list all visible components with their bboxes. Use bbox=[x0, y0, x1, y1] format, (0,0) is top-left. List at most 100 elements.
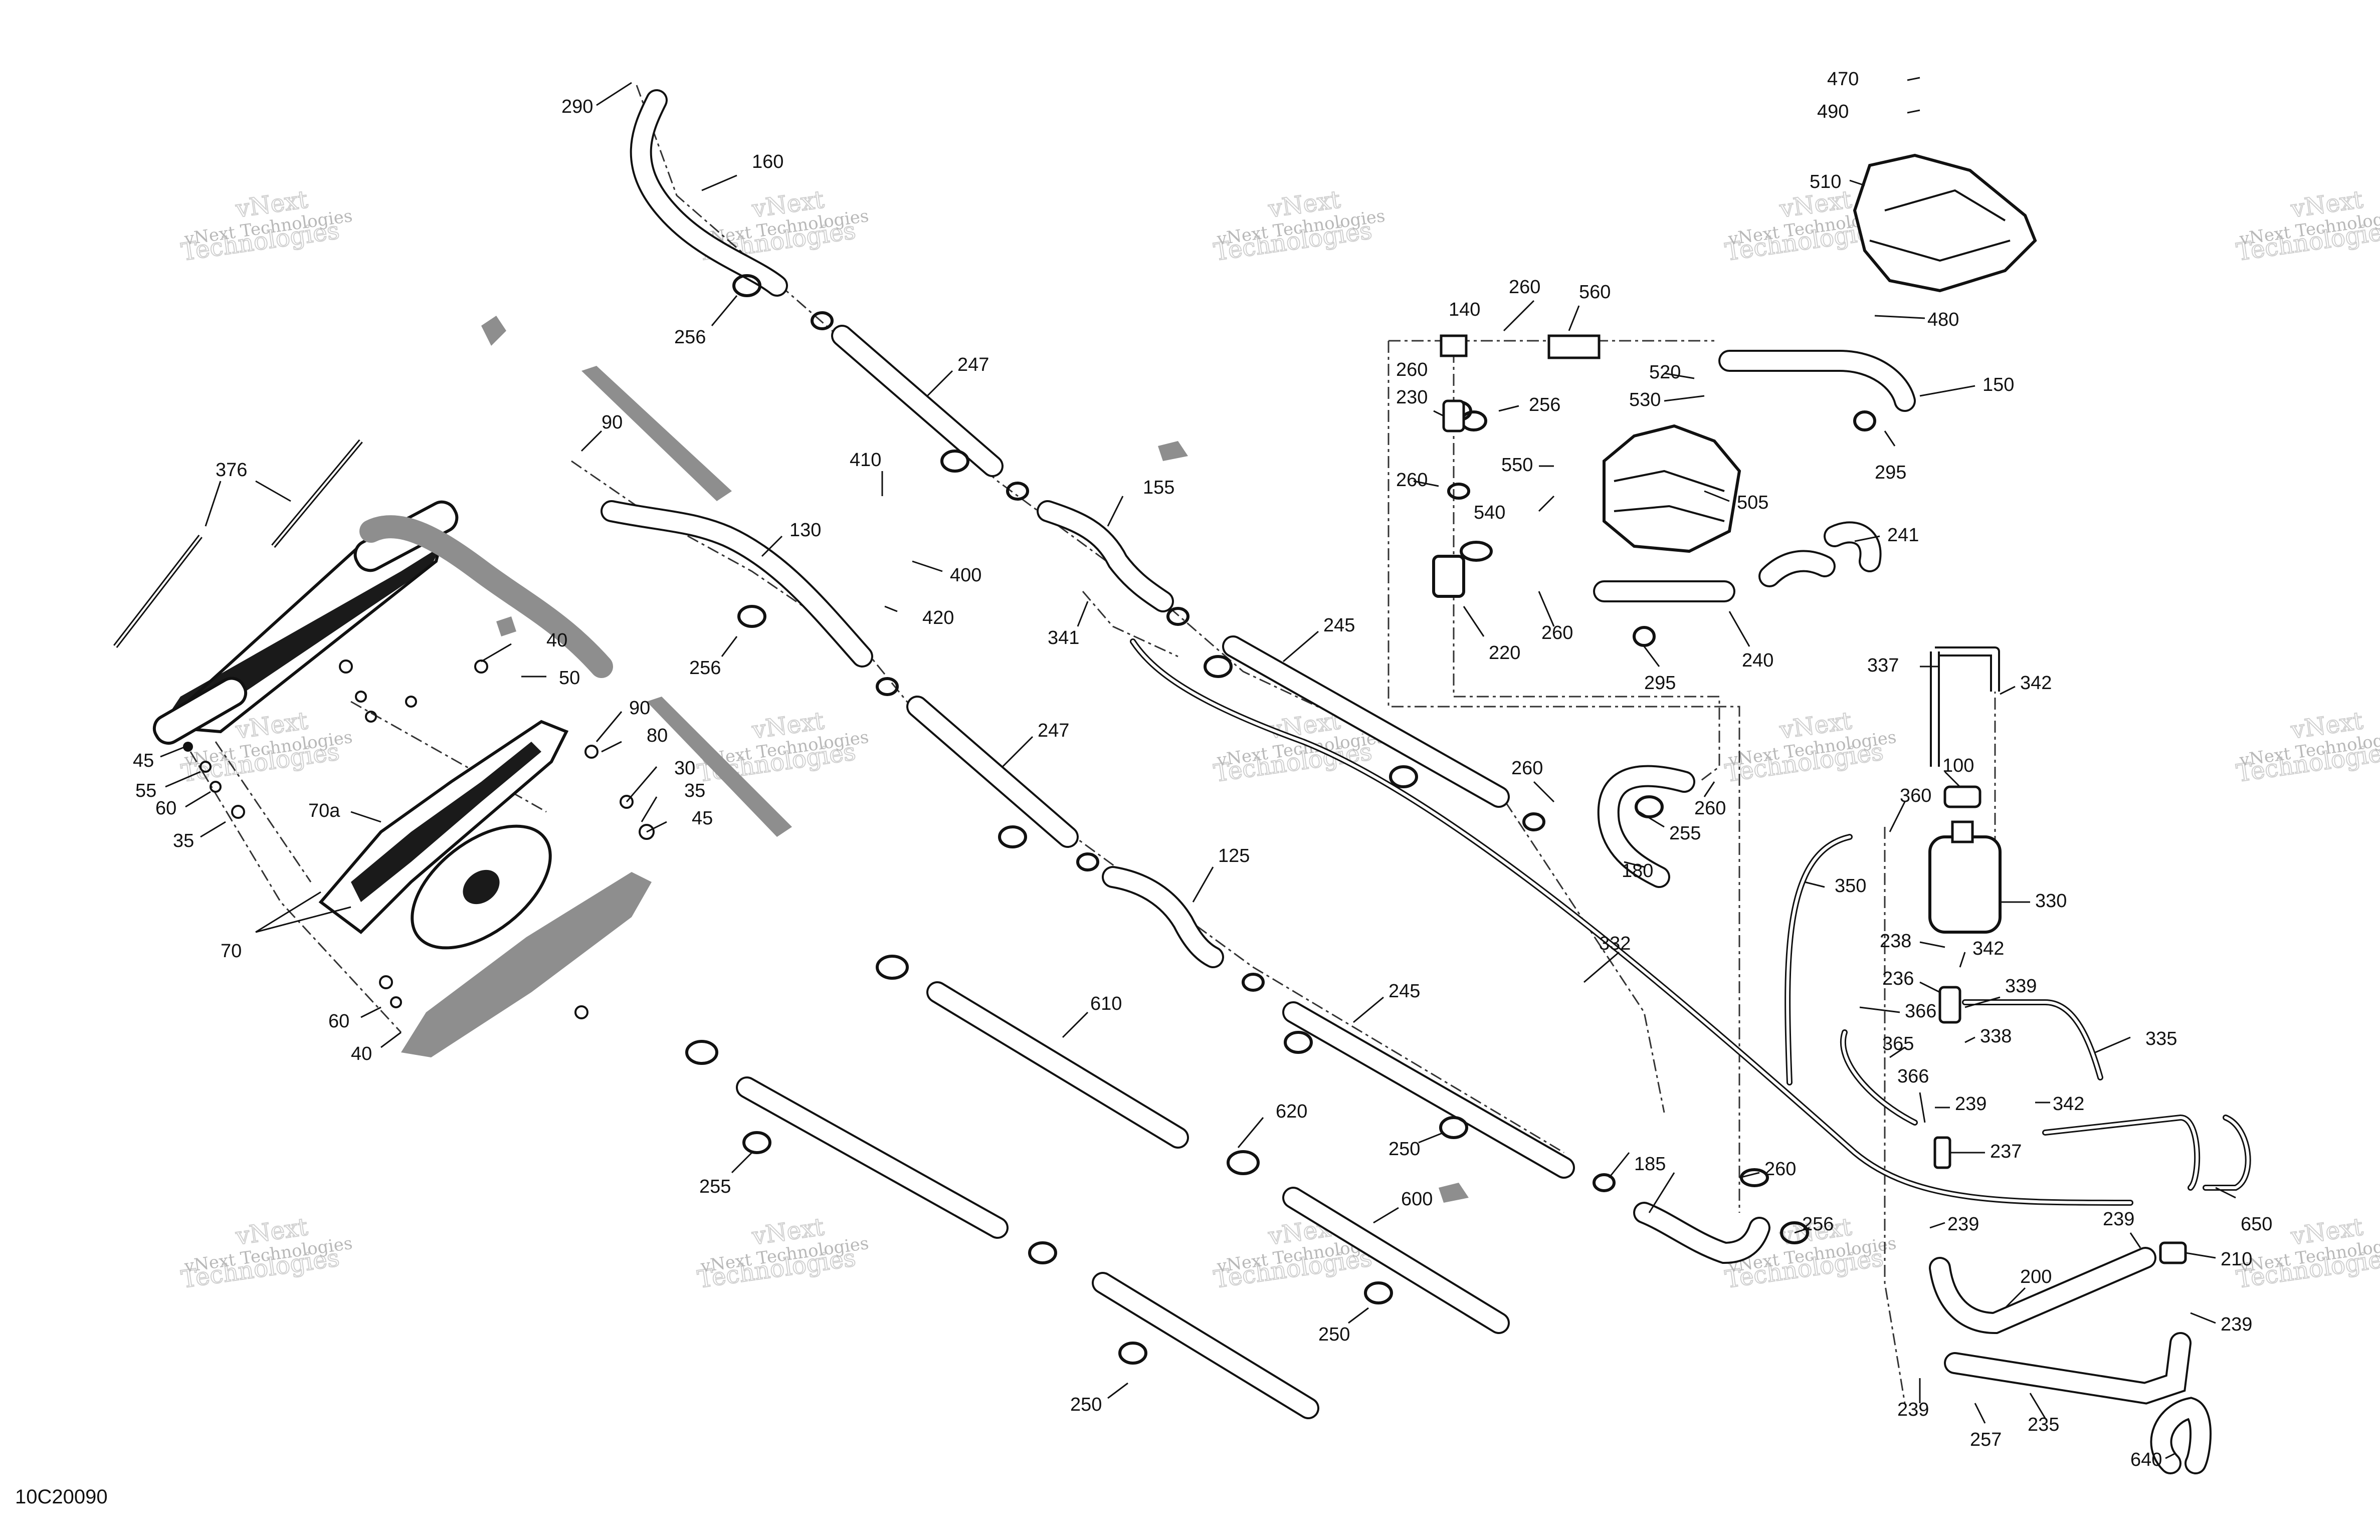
callout-330: 330 bbox=[2035, 891, 2067, 912]
callout-376: 376 bbox=[216, 460, 247, 481]
callout-247-b: 247 bbox=[1038, 720, 1069, 741]
callout-420: 420 bbox=[922, 607, 954, 628]
watermarks: vNext Technologies vNext Technologies vN… bbox=[179, 185, 2380, 1294]
callout-238: 238 bbox=[1880, 931, 1911, 952]
callout-30: 30 bbox=[674, 758, 695, 779]
callout-260-c: 260 bbox=[1396, 359, 1428, 380]
callout-257: 257 bbox=[1970, 1429, 2002, 1450]
callout-540: 540 bbox=[1474, 502, 1505, 523]
drawing-code: 10C20090 bbox=[15, 1486, 108, 1508]
expansion-tank-assembly bbox=[1784, 646, 2251, 1474]
callout-155: 155 bbox=[1143, 477, 1174, 498]
callout-360: 360 bbox=[1900, 785, 1931, 806]
callout-35: 35 bbox=[173, 830, 194, 851]
callout-256: 256 bbox=[674, 327, 706, 348]
callout-337: 337 bbox=[1867, 655, 1899, 676]
callout-241: 241 bbox=[1887, 525, 1919, 546]
callout-125: 125 bbox=[1218, 845, 1250, 866]
callout-55: 55 bbox=[135, 780, 156, 801]
callout-342-b: 342 bbox=[1972, 938, 2004, 959]
callout-550: 550 bbox=[1501, 455, 1533, 476]
callout-60-b: 60 bbox=[328, 1011, 349, 1032]
fitting-236 bbox=[1938, 986, 1961, 1024]
callout-366: 366 bbox=[1905, 1001, 1936, 1022]
callout-600: 600 bbox=[1401, 1189, 1433, 1210]
callout-530: 530 bbox=[1629, 389, 1661, 410]
callout-40: 40 bbox=[351, 1043, 372, 1064]
fan-shroud-shade bbox=[351, 742, 541, 902]
callout-239: 239 bbox=[1955, 1093, 1987, 1115]
callout-260-g: 260 bbox=[1694, 798, 1726, 819]
callout-200: 200 bbox=[2020, 1266, 2052, 1287]
callout-210: 210 bbox=[2221, 1249, 2252, 1270]
callout-239-b: 239 bbox=[1947, 1214, 1979, 1235]
fitting-140 bbox=[1440, 334, 1468, 357]
callout-185: 185 bbox=[1634, 1154, 1666, 1175]
callout-90-b: 90 bbox=[602, 412, 623, 433]
callout-255: 255 bbox=[699, 1176, 731, 1197]
callout-260-d: 260 bbox=[1396, 470, 1428, 491]
callout-70: 70 bbox=[221, 941, 242, 962]
callout-239-d: 239 bbox=[2221, 1314, 2252, 1335]
callout-245: 245 bbox=[1323, 615, 1355, 636]
grey-strip bbox=[581, 366, 732, 501]
callout-260-e: 260 bbox=[1541, 622, 1573, 643]
callout-365: 365 bbox=[1882, 1033, 1914, 1054]
callout-650: 650 bbox=[2241, 1214, 2272, 1235]
fitting-230 bbox=[1442, 399, 1465, 432]
grey-tab-4 bbox=[496, 616, 516, 636]
rod-376-b bbox=[114, 535, 202, 647]
callout-256-d: 256 bbox=[1529, 394, 1560, 415]
callout-239-c: 239 bbox=[2103, 1209, 2134, 1230]
tank-505 bbox=[1603, 424, 1741, 553]
callout-80: 80 bbox=[647, 725, 668, 746]
callout-labels: 290 160 256 247 410 400 420 155 341 245 … bbox=[133, 69, 2272, 1470]
callout-295: 295 bbox=[1875, 462, 1906, 483]
callout-140: 140 bbox=[1449, 299, 1480, 320]
callout-490: 490 bbox=[1817, 101, 1849, 122]
hose-130-upper bbox=[359, 515, 613, 678]
air-deflector bbox=[401, 872, 652, 1057]
callout-50: 50 bbox=[559, 668, 580, 689]
callout-256-c: 256 bbox=[1802, 1214, 1834, 1235]
leader-lines bbox=[160, 77, 2236, 1459]
callout-260-f: 260 bbox=[1511, 758, 1543, 779]
watermark-9: vNext Technologies vNext Technologies bbox=[1723, 706, 1898, 788]
tank-cap-100 bbox=[1943, 785, 1981, 808]
callout-290: 290 bbox=[561, 96, 593, 117]
watermark-12: vNext Technologies vNext Technologies bbox=[695, 1212, 870, 1294]
callout-410: 410 bbox=[850, 450, 881, 471]
callout-520: 520 bbox=[1649, 362, 1681, 383]
callout-130: 130 bbox=[789, 520, 821, 541]
upper-reservoir bbox=[1432, 153, 2037, 602]
callout-350: 350 bbox=[1835, 875, 1866, 897]
callout-250: 250 bbox=[1389, 1139, 1420, 1160]
watermark-13: vNext Technologies vNext Technologies bbox=[1212, 1212, 1386, 1294]
callout-245-b: 245 bbox=[1389, 981, 1420, 1002]
callout-235: 235 bbox=[2028, 1414, 2059, 1435]
callout-90: 90 bbox=[629, 698, 650, 719]
grey-tab-1 bbox=[481, 316, 506, 346]
callout-260-b: 260 bbox=[1509, 277, 1540, 298]
grey-strip-2 bbox=[647, 697, 792, 837]
callout-239-e: 239 bbox=[1897, 1399, 1929, 1420]
coolant-pipes bbox=[601, 89, 2133, 1419]
callout-400: 400 bbox=[950, 565, 981, 586]
callout-35-b: 35 bbox=[684, 780, 705, 801]
callout-341: 341 bbox=[1048, 627, 1079, 648]
callout-255-b: 255 bbox=[1669, 823, 1701, 844]
fitting-560 bbox=[1547, 334, 1601, 359]
radiator-tank-bottom bbox=[152, 677, 248, 745]
callout-342-c: 342 bbox=[2053, 1093, 2084, 1115]
rod-376-d bbox=[272, 440, 362, 547]
tank-neck bbox=[1951, 820, 1974, 843]
callout-250-b: 250 bbox=[1318, 1324, 1350, 1345]
callout-45: 45 bbox=[133, 750, 154, 771]
fan-hub bbox=[463, 869, 500, 905]
callout-510: 510 bbox=[1810, 171, 1841, 192]
callout-295-b: 295 bbox=[1644, 673, 1676, 694]
hose-650 bbox=[2042, 1114, 2201, 1191]
watermark-10: vNext Technologies vNext Technologies bbox=[2234, 706, 2380, 788]
callout-256-b: 256 bbox=[689, 657, 721, 679]
